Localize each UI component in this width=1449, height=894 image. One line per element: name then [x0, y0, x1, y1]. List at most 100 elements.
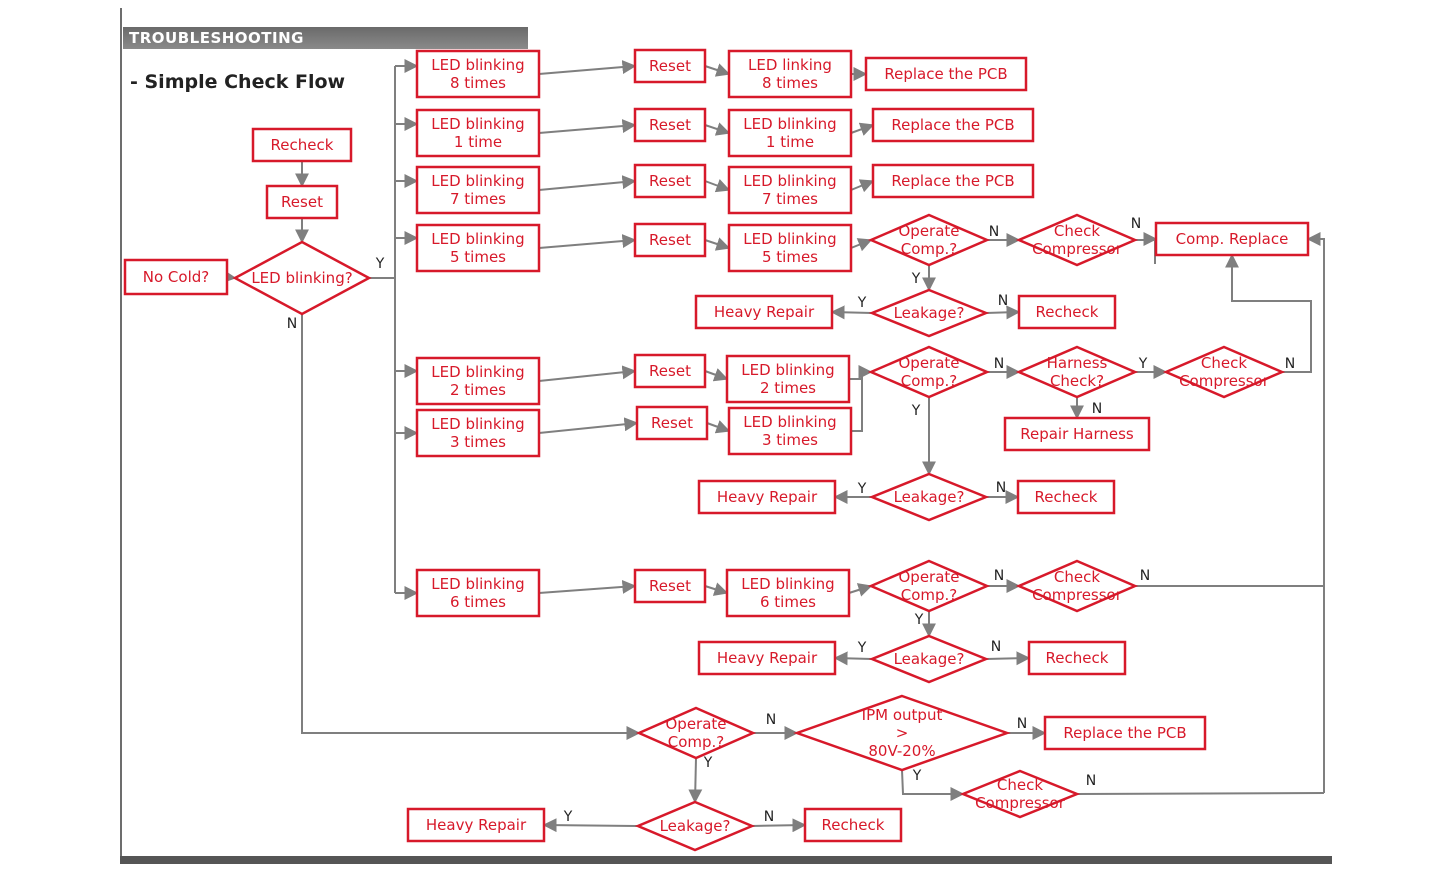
box-outline [415, 49, 541, 99]
box-outline [415, 568, 541, 618]
node-label: 6 times [450, 593, 506, 611]
node-rc5: Recheck [1017, 294, 1117, 330]
node-label: LED blinking? [251, 269, 352, 287]
flow-connector [985, 651, 1031, 666]
box-outline [633, 163, 707, 199]
node-label: 2 times [450, 381, 506, 399]
node-label: Heavy Repair [717, 649, 818, 667]
branch-label-n: N [994, 356, 1004, 372]
node-label: LED blinking [431, 415, 524, 433]
decision-diamond [232, 240, 372, 316]
node-pcb7: Replace the PCB [871, 163, 1035, 199]
flow-subtitle: - Simple Check Flow [130, 71, 346, 93]
branch-label-y: Y [857, 295, 867, 311]
node-label: LED blinking [431, 230, 524, 248]
node-label: Comp.? [901, 240, 958, 258]
node-label: Check [1201, 354, 1247, 372]
node-label: Reset [651, 414, 693, 432]
flow-connector [706, 420, 731, 434]
node-label: Replace the PCB [884, 65, 1007, 83]
node-label: Leakage? [894, 650, 965, 668]
box-outline [694, 294, 834, 330]
node-repair-harness: Repair Harness [1003, 416, 1151, 452]
decision-diamond [959, 769, 1081, 819]
node-label: Reset [649, 172, 691, 190]
decision-diamond [868, 288, 990, 338]
node-label: Comp. Replace [1176, 230, 1289, 248]
node-label: Reset [649, 362, 691, 380]
box-outline [1016, 479, 1116, 515]
branch-label-y: Y [912, 768, 922, 784]
node-label: Replace the PCB [891, 116, 1014, 134]
box-outline [697, 640, 837, 676]
decision-diamond [867, 213, 991, 267]
box-outline [697, 479, 837, 515]
node-label: Comp.? [901, 586, 958, 604]
flow-connector [751, 818, 807, 833]
box-outline [871, 107, 1035, 143]
node-recheck-top: Recheck [251, 127, 353, 163]
box-outline [1043, 715, 1207, 751]
box-outline [265, 184, 339, 220]
node-label: Comp.? [668, 733, 725, 751]
flow-connector [833, 651, 873, 666]
node-label: 6 times [760, 593, 816, 611]
node-label: Recheck [1036, 303, 1099, 321]
node-reset5: Reset [633, 222, 707, 258]
flow-connector [538, 365, 637, 382]
node-pcb1: Replace the PCB [871, 107, 1035, 143]
bottom-rule [120, 856, 1332, 864]
box-outline [415, 165, 541, 215]
node-label: Comp.? [901, 372, 958, 390]
node-label: 3 times [450, 433, 506, 451]
node-label: Operate [898, 568, 959, 586]
node-label: Operate [898, 222, 959, 240]
decision-diamond [1015, 213, 1139, 267]
flow-connector [538, 417, 639, 434]
node-label: Operate [665, 715, 726, 733]
box-outline [871, 163, 1035, 199]
node-label: 7 times [450, 190, 506, 208]
node-label: LED blinking [743, 172, 836, 190]
flow-connector [704, 63, 731, 77]
branch-label-n: N [1131, 216, 1141, 232]
decision-diamond [634, 800, 756, 852]
decision-diamond [868, 472, 990, 522]
node-label: Heavy Repair [426, 816, 527, 834]
branch-label-n: N [1092, 401, 1102, 417]
branch-label-n: N [766, 712, 776, 728]
box-outline [635, 405, 709, 441]
branch-label-y: Y [703, 755, 713, 771]
node-label: 8 times [762, 74, 818, 92]
decision-diamond [867, 345, 991, 399]
node-label: IPM output [862, 706, 943, 724]
box-outline [725, 568, 851, 618]
flow-connector [850, 238, 873, 252]
flow-connector [848, 583, 873, 597]
flow-connector [1306, 232, 1325, 793]
node-label: Compressor [1179, 372, 1270, 390]
box-outline [727, 165, 853, 215]
box-outline [633, 568, 707, 604]
box-outline [727, 49, 853, 99]
box-outline [633, 107, 707, 143]
node-label: 1 time [454, 133, 502, 151]
node-label: Leakage? [894, 488, 965, 506]
box-outline [864, 56, 1028, 92]
box-outline [1154, 221, 1310, 257]
node-reset2: Reset [633, 353, 707, 389]
flow-connector [542, 818, 639, 833]
node-label: Recheck [822, 816, 885, 834]
branch-label-n: N [764, 809, 774, 825]
node-label: Heavy Repair [717, 488, 818, 506]
box-outline [415, 108, 541, 158]
node-reset6: Reset [633, 568, 707, 604]
node-rc6: Recheck [1027, 640, 1127, 676]
flow-connector [985, 305, 1021, 320]
